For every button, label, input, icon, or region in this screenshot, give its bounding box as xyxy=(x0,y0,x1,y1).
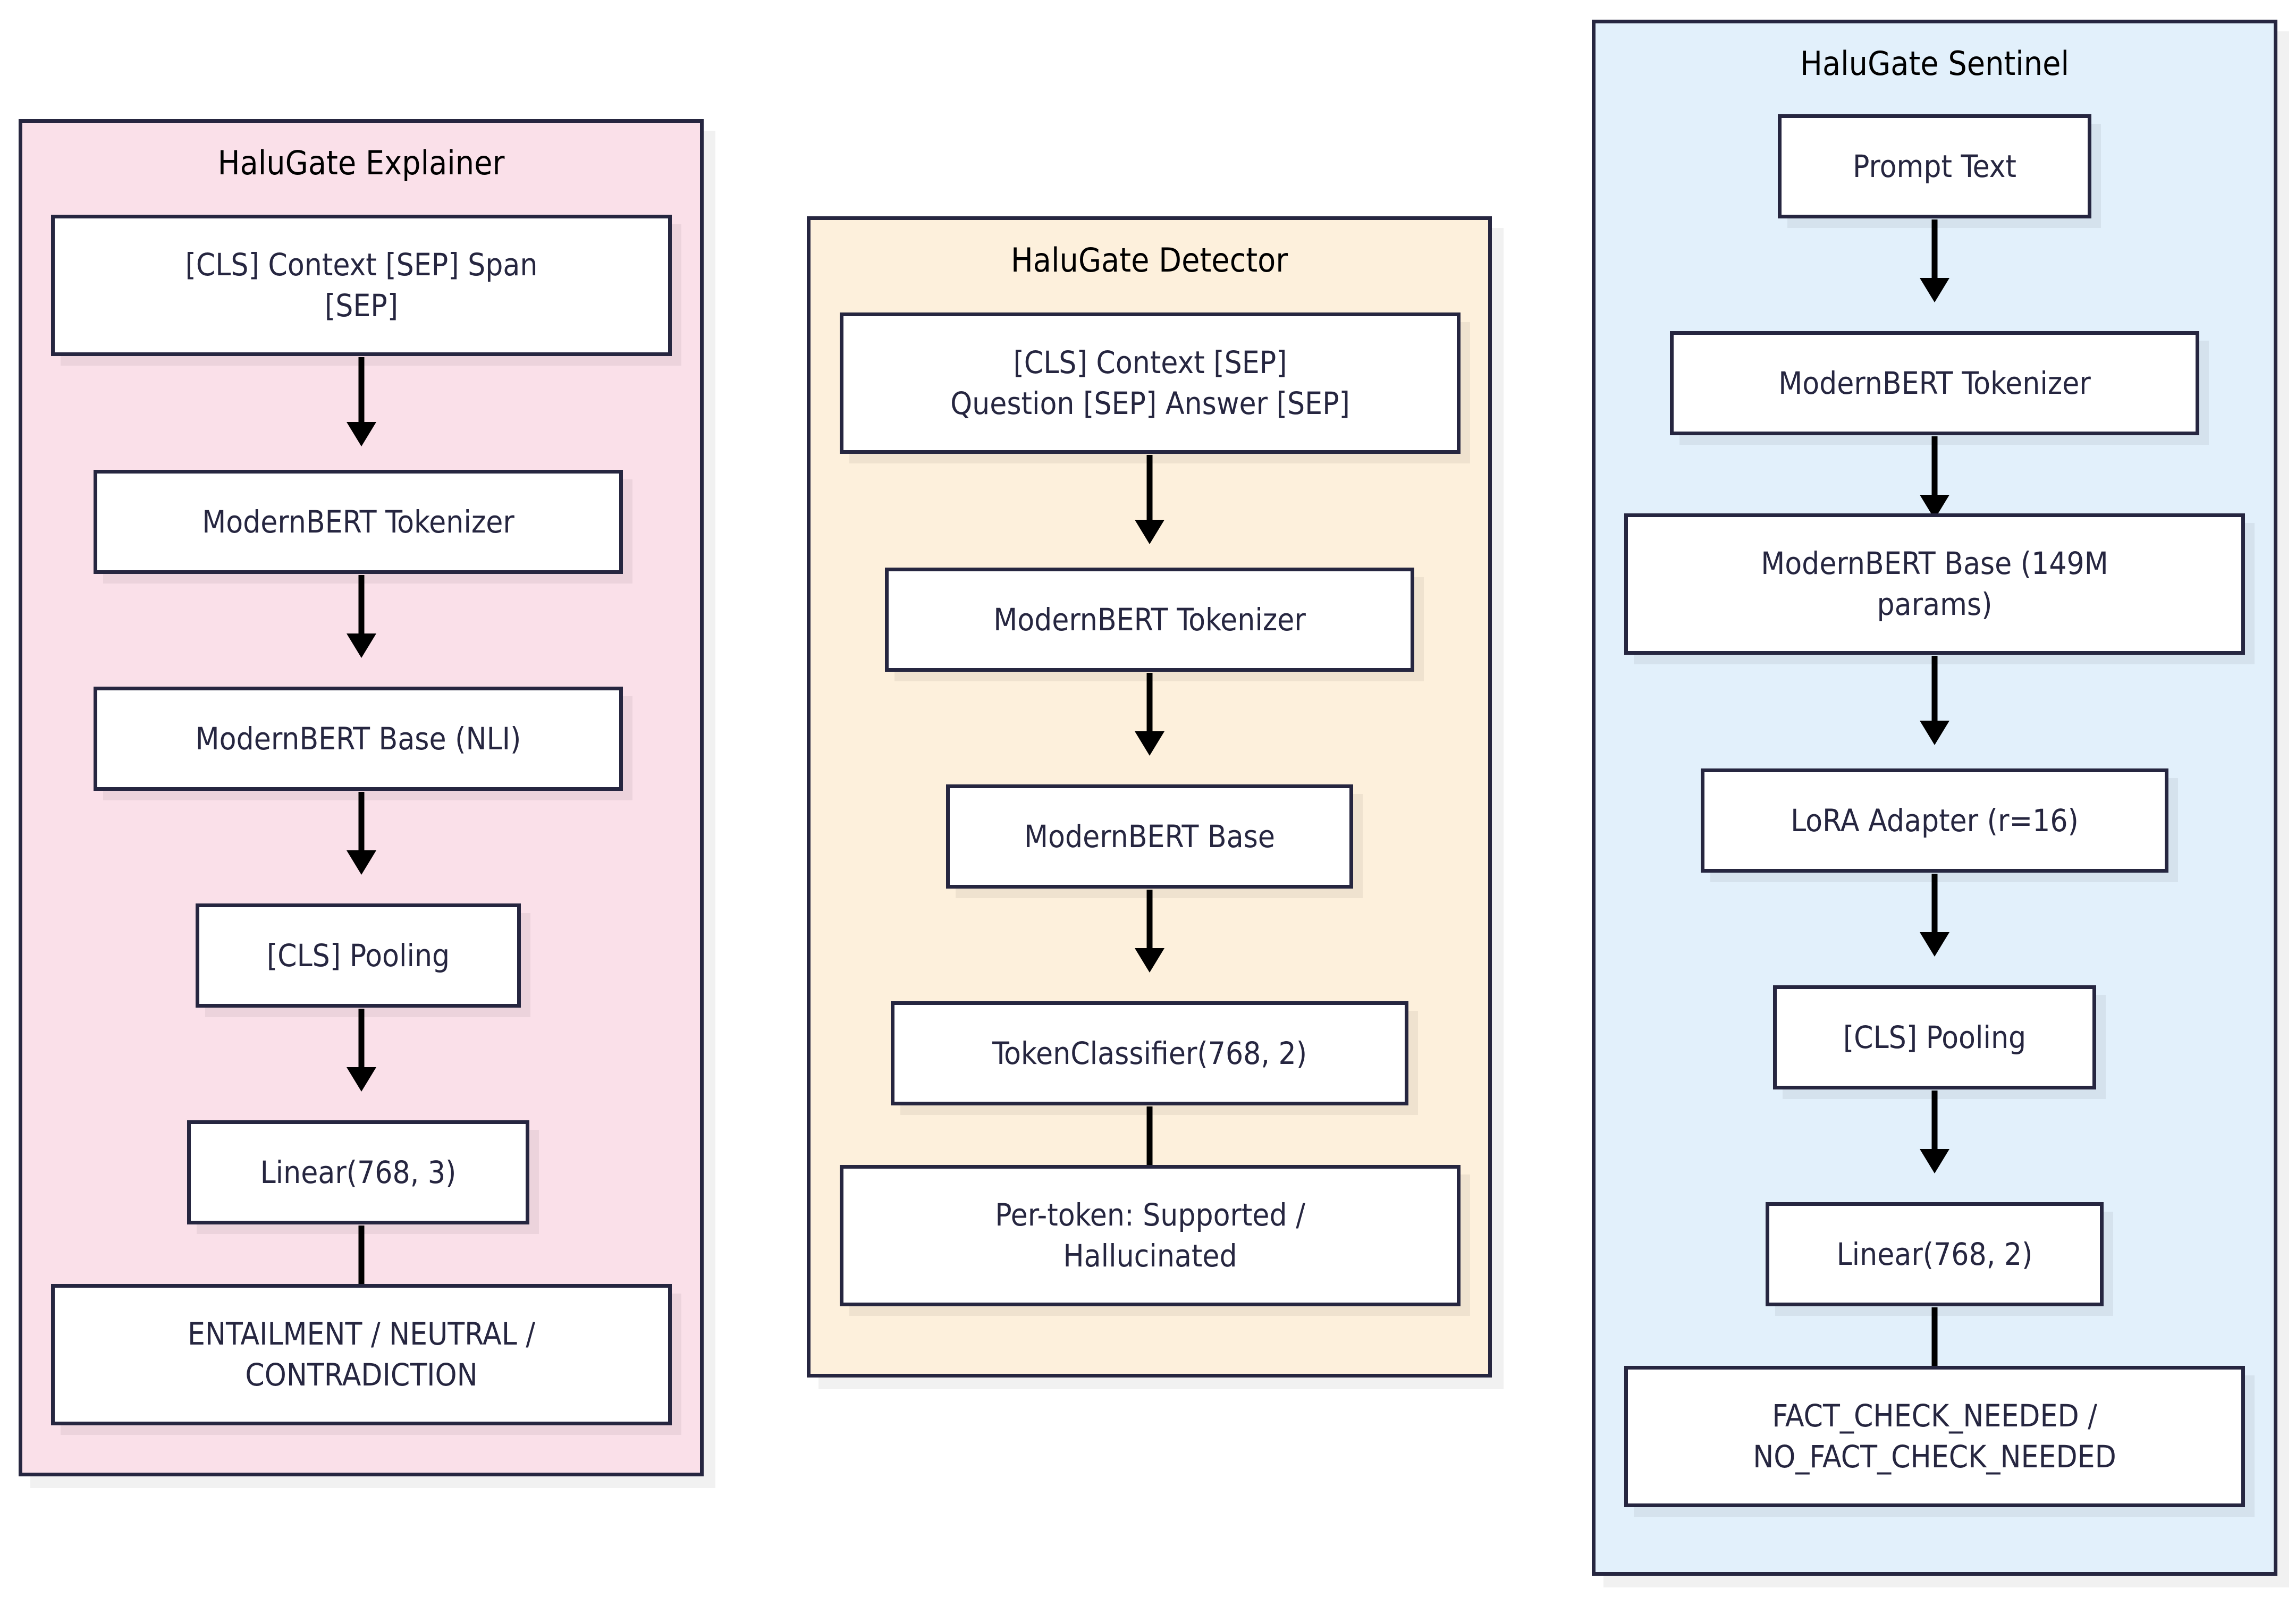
node-exp-out[interactable]: ENTAILMENT / NEUTRAL / CONTRADICTION xyxy=(51,1284,672,1425)
node-exp-out-line2: CONTRADICTION xyxy=(245,1357,478,1393)
node-exp-input[interactable]: [CLS] Context [SEP] Span [SEP] xyxy=(51,215,672,356)
node-sen-out-line2: NO_FACT_CHECK_NEEDED xyxy=(1753,1439,2116,1475)
node-exp-out-line1: ENTAILMENT / NEUTRAL / xyxy=(188,1316,535,1353)
node-sen-base[interactable]: ModernBERT Base (149M params) xyxy=(1624,513,2245,655)
node-sen-lora[interactable]: LoRA Adapter (r=16) xyxy=(1701,768,2168,873)
node-det-tok[interactable]: ModernBERT Tokenizer xyxy=(885,568,1414,672)
node-sen-base-line1: ModernBERT Base (149M xyxy=(1761,545,2108,582)
node-exp-base[interactable]: ModernBERT Base (NLI) xyxy=(94,687,623,791)
node-exp-base-label: ModernBERT Base (NLI) xyxy=(195,720,521,757)
node-det-out-line1: Per-token: Supported / xyxy=(995,1197,1305,1233)
cluster-sentinel-title: HaluGate Sentinel xyxy=(1800,44,2069,83)
node-sen-out[interactable]: FACT_CHECK_NEEDED / NO_FACT_CHECK_NEEDED xyxy=(1624,1366,2245,1507)
node-exp-tok[interactable]: ModernBERT Tokenizer xyxy=(94,470,623,574)
node-det-out[interactable]: Per-token: Supported / Hallucinated xyxy=(840,1165,1461,1306)
node-sen-tok-label: ModernBERT Tokenizer xyxy=(1778,365,2091,401)
node-det-base[interactable]: ModernBERT Base xyxy=(946,784,1353,889)
node-sen-tok[interactable]: ModernBERT Tokenizer xyxy=(1670,331,2199,435)
node-exp-pool[interactable]: [CLS] Pooling xyxy=(196,903,521,1008)
node-sen-lora-label: LoRA Adapter (r=16) xyxy=(1791,802,2079,839)
node-sen-pool-label: [CLS] Pooling xyxy=(1843,1019,2027,1055)
node-sen-prompt-label: Prompt Text xyxy=(1853,148,2016,184)
node-sen-base-line2: params) xyxy=(1877,586,1993,622)
node-det-input[interactable]: [CLS] Context [SEP] Question [SEP] Answe… xyxy=(840,312,1461,454)
node-det-input-line2: Question [SEP] Answer [SEP] xyxy=(950,385,1350,421)
node-det-input-line1: [CLS] Context [SEP] xyxy=(1013,344,1287,381)
node-sen-pool[interactable]: [CLS] Pooling xyxy=(1773,985,2096,1089)
node-sen-linear-label: Linear(768, 2) xyxy=(1836,1236,2033,1272)
node-det-out-line2: Hallucinated xyxy=(1063,1238,1237,1274)
node-exp-tok-label: ModernBERT Tokenizer xyxy=(202,503,514,540)
node-exp-linear[interactable]: Linear(768, 3) xyxy=(187,1120,529,1224)
node-exp-linear-label: Linear(768, 3) xyxy=(260,1154,457,1190)
cluster-explainer-title: HaluGate Explainer xyxy=(217,143,505,182)
node-sen-linear[interactable]: Linear(768, 2) xyxy=(1766,1202,2104,1306)
node-det-cls-label: TokenClassifier(768, 2) xyxy=(992,1035,1307,1071)
node-det-tok-label: ModernBERT Tokenizer xyxy=(993,601,1306,638)
node-det-base-label: ModernBERT Base xyxy=(1024,818,1275,855)
node-exp-input-line2: [SEP] xyxy=(324,288,399,324)
cluster-detector-title: HaluGate Detector xyxy=(1010,241,1288,280)
node-det-cls[interactable]: TokenClassifier(768, 2) xyxy=(891,1001,1408,1105)
node-sen-prompt[interactable]: Prompt Text xyxy=(1778,114,2091,218)
node-exp-pool-label: [CLS] Pooling xyxy=(266,937,450,974)
node-exp-input-line1: [CLS] Context [SEP] Span xyxy=(185,247,538,283)
node-sen-out-line1: FACT_CHECK_NEEDED / xyxy=(1772,1398,2097,1434)
